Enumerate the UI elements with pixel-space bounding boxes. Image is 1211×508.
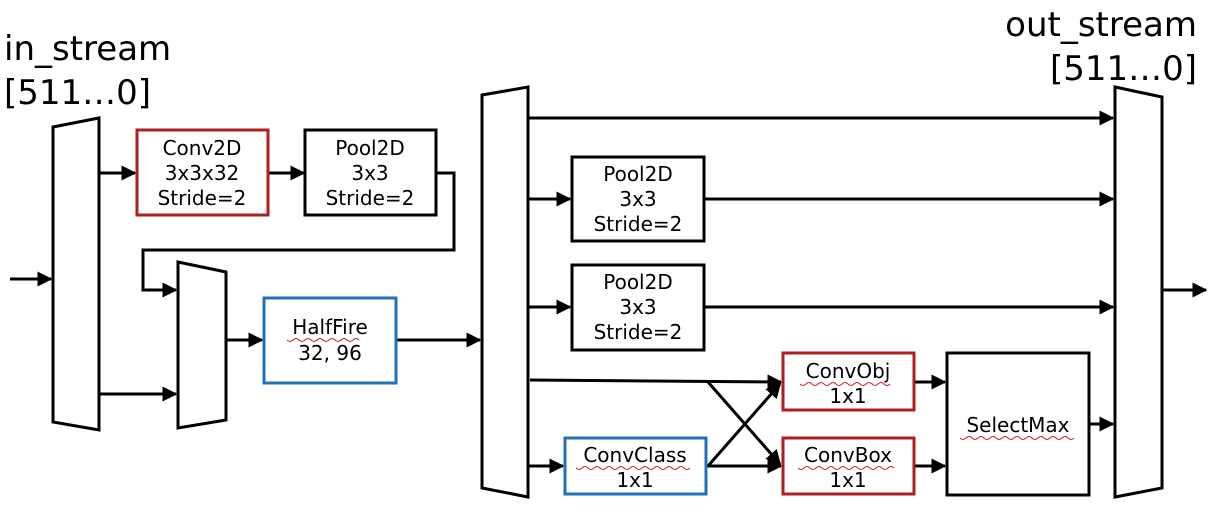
pool-a-line-3: Stride=2 <box>326 186 415 210</box>
pool-c-line-2: 3x3 <box>619 295 656 319</box>
conv2d-line-1: Conv2D <box>163 136 242 160</box>
convobj-block: ConvObj 1x1 <box>781 351 916 412</box>
halffire-spellcheck-underline <box>286 338 360 342</box>
conv2d-line-2: 3x3x32 <box>165 161 240 185</box>
convobj-line-1: ConvObj <box>806 359 891 383</box>
convbox-line-1: ConvBox <box>804 443 892 467</box>
pool-c-line-1: Pool2D <box>603 270 673 294</box>
output-mux <box>1113 85 1164 499</box>
convobj-spellcheck-underline <box>799 382 891 386</box>
pool2d-block-a: Pool2D 3x3 Stride=2 <box>303 128 438 217</box>
input-demux <box>51 116 101 432</box>
in-stream-range: [511…0] <box>4 73 151 113</box>
conv2d-line-3: Stride=2 <box>158 186 247 210</box>
convclass-line-1: ConvClass <box>583 443 686 467</box>
out-stream-label: out_stream <box>1005 5 1197 45</box>
wire-demux-to-convobj <box>529 374 783 390</box>
pool2d-block-b: Pool2D 3x3 Stride=2 <box>570 155 706 243</box>
pool2d-block-c: Pool2D 3x3 Stride=2 <box>570 263 706 352</box>
branch-demux <box>480 85 530 499</box>
pool-b-line-1: Pool2D <box>603 162 673 186</box>
pool-a-line-1: Pool2D <box>335 136 405 160</box>
convbox-block: ConvBox 1x1 <box>781 436 916 496</box>
convobj-line-2: 1x1 <box>829 384 866 408</box>
selectmax-label: SelectMax <box>966 413 1069 437</box>
merge-mux <box>176 260 228 430</box>
out-stream-range: [511…0] <box>1050 49 1197 89</box>
halffire-line-1: HalfFire <box>292 315 368 339</box>
halffire-line-2: 32, 96 <box>298 341 362 365</box>
in-stream-label: in_stream <box>4 29 171 69</box>
convclass-spellcheck-underline <box>575 466 691 470</box>
pool-c-line-3: Stride=2 <box>594 320 683 344</box>
halffire-block: HalfFire 32, 96 <box>262 296 398 385</box>
convclass-block: ConvClass 1x1 <box>563 436 708 496</box>
wire-cross-to-convobj <box>706 382 782 467</box>
selectmax-spellcheck-underline <box>959 436 1075 440</box>
convclass-line-2: 1x1 <box>616 468 653 492</box>
conv2d-block: Conv2D 3x3x32 Stride=2 <box>135 128 270 217</box>
convbox-line-2: 1x1 <box>829 468 866 492</box>
convbox-spellcheck-underline <box>797 466 895 470</box>
pool-b-line-2: 3x3 <box>619 187 656 211</box>
selectmax-block: SelectMax <box>945 351 1091 497</box>
wire-pool-to-merge <box>141 171 456 298</box>
pool-a-line-2: 3x3 <box>351 161 388 185</box>
pool-b-line-3: Stride=2 <box>594 212 683 236</box>
